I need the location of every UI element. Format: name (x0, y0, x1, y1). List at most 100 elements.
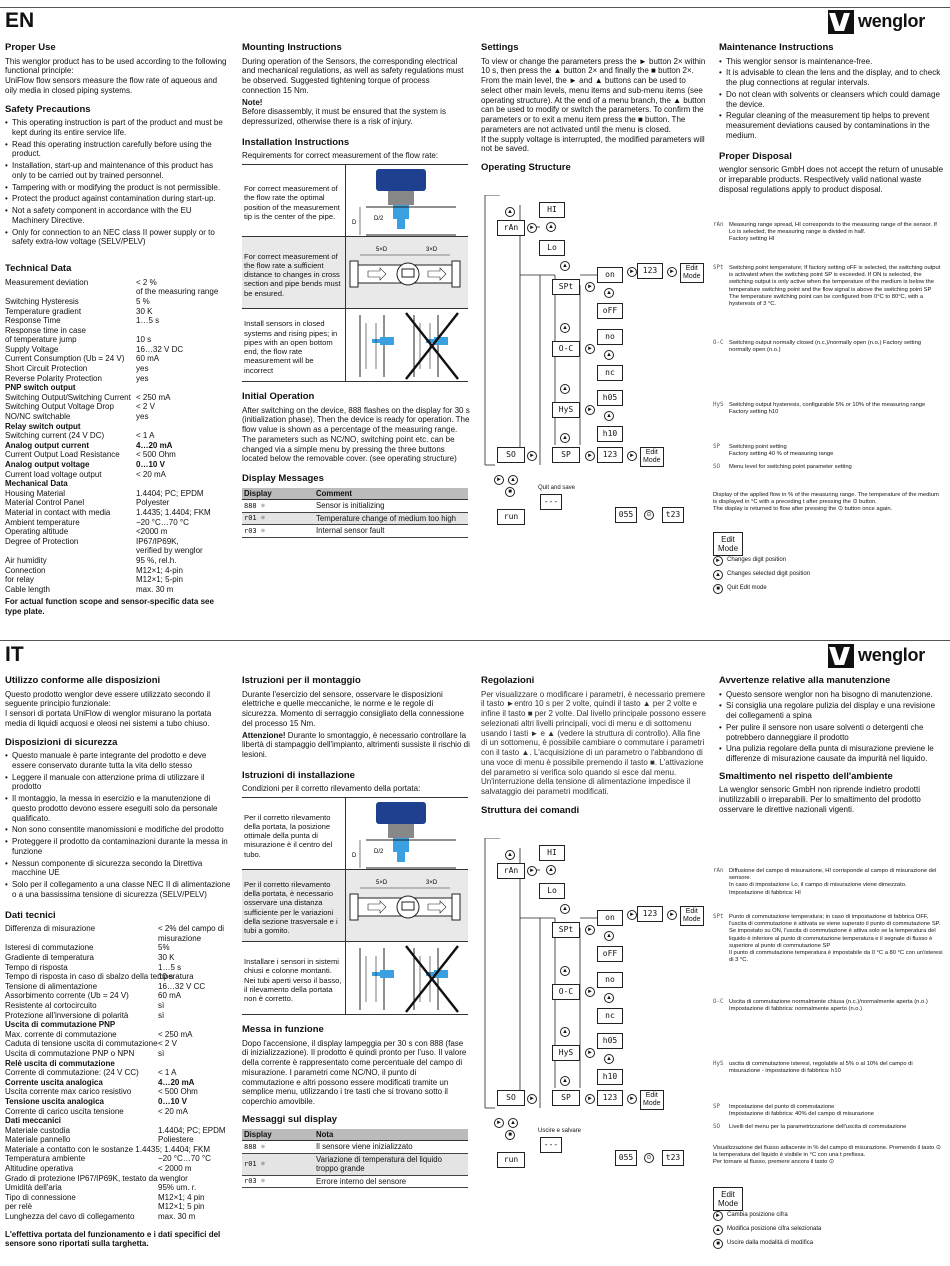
tech-value: < 2 V (158, 1039, 177, 1049)
sun-icon: ☼ (260, 514, 266, 523)
right-button-icon[interactable]: ► (494, 475, 504, 485)
right-button-icon[interactable]: ► (585, 1048, 595, 1058)
tech-value: −20 °C…70 °C (158, 1154, 211, 1164)
tech-row: Altitudine operativa< 2000 m (5, 1164, 231, 1174)
tech-key: Differenza di misurazione (5, 924, 96, 934)
initial-operation-text: After switching on the device, 888 flash… (242, 405, 470, 464)
right-button-icon[interactable]: ► (527, 223, 537, 233)
description-text: Menu level for switching point parameter… (729, 464, 852, 470)
up-button-icon[interactable]: ▲ (604, 350, 614, 360)
right-button-icon[interactable]: ► (527, 866, 537, 876)
up-button-icon[interactable]: ▲ (560, 433, 570, 443)
display-comment: Internal sensor fault (314, 524, 468, 538)
tech-row: Tempo di risposta in caso di sbalzo dell… (5, 972, 231, 982)
right-button-icon[interactable]: ► (585, 405, 595, 415)
column-header: Nota (314, 1128, 468, 1142)
right-button-icon[interactable]: ► (627, 451, 637, 461)
up-button-icon[interactable]: ▲ (560, 966, 570, 976)
up-button-icon[interactable]: ▲ (546, 222, 556, 232)
tech-value: 10 s (158, 972, 174, 982)
mode-label: Mode (683, 273, 701, 280)
right-button-icon[interactable]: ► (527, 1094, 537, 1104)
up-button-icon[interactable]: ▲ (604, 993, 614, 1003)
tech-value: max. 30 m (158, 1212, 196, 1222)
right-button-icon[interactable]: ► (667, 910, 677, 920)
tech-value: < 500 Ohm (136, 450, 176, 460)
up-button-icon: ▲ (713, 1225, 723, 1235)
legend-text: Cambia posizione cifra (727, 1212, 788, 1219)
table-row: 888 ☼Sensor is initializing (242, 499, 468, 513)
up-button-icon[interactable]: ▲ (560, 1076, 570, 1086)
tech-value: 30 K (136, 306, 153, 316)
tech-key: Uscita di commutazione PNP o NPN (5, 1048, 135, 1058)
description-text: Switching output normally closed (n.c.)/… (729, 340, 922, 354)
right-button-icon: ► (713, 556, 723, 566)
right-button-icon[interactable]: ► (585, 987, 595, 997)
tech-data-table: Differenza di misurazione< 2% del campo … (5, 924, 231, 1221)
lcd-option: h10 (597, 1069, 623, 1085)
up-button-icon[interactable]: ▲ (604, 411, 614, 421)
mounting-note: Durante lo smontaggio, è necessario cont… (242, 730, 470, 760)
up-button-icon[interactable]: ▲ (604, 931, 614, 941)
up-button-icon[interactable]: ▲ (604, 288, 614, 298)
temperature-toggle-icon[interactable]: ⊙ (644, 510, 654, 520)
up-button-icon[interactable]: ▲ (508, 1118, 518, 1128)
right-button-icon[interactable]: ► (585, 451, 595, 461)
tech-key: Switching current (24 V DC) (5, 431, 105, 441)
up-button-icon[interactable]: ▲ (560, 904, 570, 914)
description-text: Diffusione del campo di misurazione, HI … (729, 868, 937, 896)
svg-text:D/2: D/2 (374, 849, 384, 855)
initial-operation-text: Dopo l'accensione, il display lampeggia … (242, 1038, 467, 1107)
tech-value: M12×1; 5 pin (158, 1202, 205, 1212)
tech-key: for relay (5, 575, 34, 585)
temperature-toggle-icon[interactable]: ⊙ (644, 1153, 654, 1163)
description-code: SO (713, 464, 720, 470)
right-button-icon[interactable]: ► (585, 1094, 595, 1104)
up-button-icon[interactable]: ▲ (560, 384, 570, 394)
right-button-icon[interactable]: ► (667, 267, 677, 277)
lcd-option: oFF (597, 303, 623, 319)
up-button-icon: ▲ (713, 570, 723, 580)
right-button-icon[interactable]: ► (585, 344, 595, 354)
tech-row: Air humidity 95 %, rel.h. (5, 556, 227, 566)
right-button-icon[interactable]: ► (627, 1094, 637, 1104)
tech-footnote: L'effettiva portata del funzionamento e … (5, 1229, 221, 1249)
tech-key: Tensione uscita analogica (5, 1096, 104, 1106)
legend-text: Modifica posizione cifra selezionata (727, 1226, 822, 1233)
svg-text:D/2: D/2 (374, 216, 384, 222)
display-comment: Il sensore viene inizializzato (314, 1140, 468, 1154)
up-button-icon[interactable]: ▲ (560, 1027, 570, 1037)
up-button-icon[interactable]: ▲ (546, 865, 556, 875)
tech-row: Uscita corrente max carico resistivo< 50… (5, 1087, 231, 1097)
maintenance-list: Questo sensore wenglor non ha bisogno di… (719, 690, 945, 764)
tech-value: M12×1; 4-pin (136, 565, 183, 575)
right-button-icon[interactable]: ► (585, 282, 595, 292)
lcd-lo: Lo (539, 883, 565, 899)
right-button-icon[interactable]: ► (527, 451, 537, 461)
tech-key: Tempo di risposta (5, 962, 68, 972)
stop-button-icon[interactable]: ■ (505, 487, 515, 497)
quit-save-label: Uscire e salvare (538, 1128, 582, 1134)
up-button-icon[interactable]: ▲ (508, 475, 518, 485)
stop-button-icon[interactable]: ■ (505, 1130, 515, 1140)
right-button-icon[interactable]: ► (585, 925, 595, 935)
up-button-icon[interactable]: ▲ (604, 1054, 614, 1064)
brand-name: wenglor (858, 11, 925, 32)
operating-structure-title: Operating Structure (481, 162, 571, 174)
up-button-icon[interactable]: ▲ (560, 261, 570, 271)
up-button-icon[interactable]: ▲ (505, 850, 515, 860)
right-button-icon[interactable]: ► (627, 267, 637, 277)
right-button-icon[interactable]: ► (494, 1118, 504, 1128)
tech-row: Ambient temperature−20 °C…70 °C (5, 518, 227, 528)
up-button-icon[interactable]: ▲ (560, 323, 570, 333)
installation-row-text: For correct measurement of the flow rate… (242, 165, 346, 237)
up-button-icon[interactable]: ▲ (505, 207, 515, 217)
right-button-icon[interactable]: ► (627, 910, 637, 920)
list-item: Si consiglia una regolare pulizia del di… (719, 701, 945, 721)
